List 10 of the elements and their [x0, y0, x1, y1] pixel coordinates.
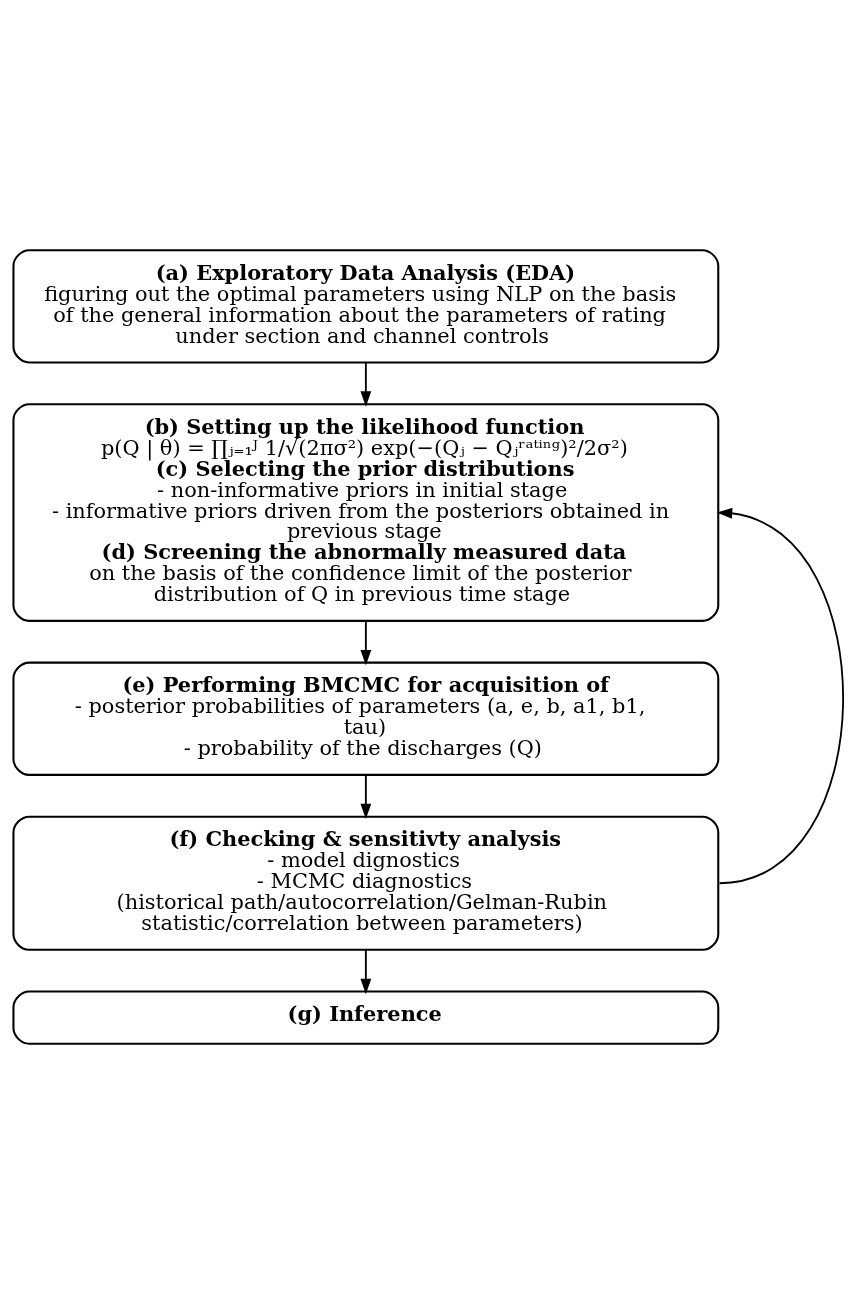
arrow	[360, 774, 372, 820]
arrow	[360, 620, 372, 666]
arrow	[716, 507, 844, 885]
node-box: (e) Performing BMCMC for acquisition of - posterior probabilities of parameters (a, e, b, a1, b1, tau) - probability of the discharges (Q)	[12, 661, 720, 776]
node-box: (b) Setting up the likelihood function p(Q | θ) = ∏ⱼ₌₁ᴶ 1/√(2πσ²) exp(−(Qⱼ − Qⱼʳᵃᵗⁱⁿᵍ)²/2σ²) (c) Selecting the prior distributions - non-informative priors in initial stage - informative priors driven from the posteriors obtained in previous stage (d) Screening the abnormally measured data on the basis of the confidence limit of the posterior distribution of Q in previous time stage	[12, 403, 720, 622]
node-box: (f) Checking & sensitivty analysis - model dignostics - MCMC diagnostics (historical path/autocorrelation/Gelman-Rubin statistic/correlation between parameters)	[12, 815, 720, 951]
arrow	[360, 949, 372, 995]
node-box: (a) Exploratory Data Analysis (EDA) figuring out the optimal parameters using NLP on the basis of the general information about the parameters of rating under section and channel controls	[12, 249, 720, 364]
arrow	[360, 361, 372, 407]
node-box: (g) Inference	[12, 990, 720, 1045]
